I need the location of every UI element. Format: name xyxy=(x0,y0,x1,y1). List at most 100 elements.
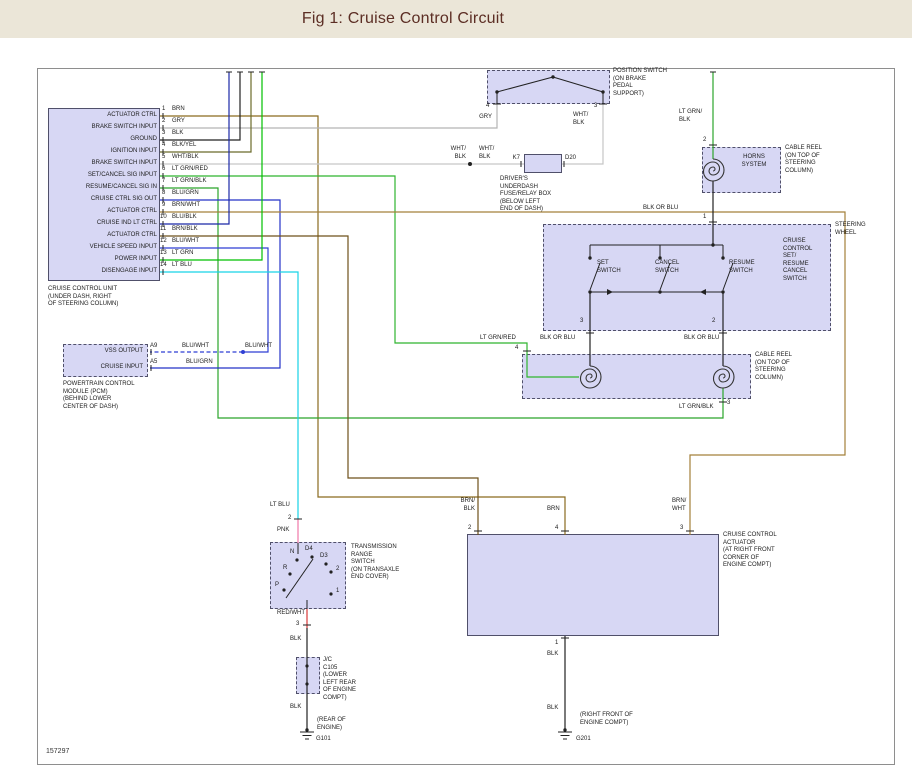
steering-pin-number: 3 xyxy=(580,318,584,324)
wire-label-gry: GRY xyxy=(479,114,492,120)
cancel-switch-label: CANCEL SWITCH xyxy=(655,260,680,274)
ccu-wire-color: BRN xyxy=(172,106,185,112)
wire-label-blk-or-blu: BLK OR BLU xyxy=(684,335,720,341)
ccu-wire-color: BLK xyxy=(172,130,184,136)
wire-label-wht-blk: WHT/ BLK xyxy=(479,146,495,160)
wire-label-wht-blk: WHT/ BLK xyxy=(573,112,589,126)
ccu-pin-label: BRAKE SWITCH INPUT xyxy=(91,124,157,130)
fuse-pin-number: D20 xyxy=(565,155,577,161)
pcm-pin-number: A5 xyxy=(150,359,158,365)
actuator-pin-number: 2 xyxy=(468,525,472,531)
figure-number: 157297 xyxy=(46,748,70,755)
fuse-box-caption: DRIVER'S UNDERDASH FUSE/RELAY BOX (BELOW… xyxy=(500,176,552,212)
ccu-wire-color: WHT/BLK xyxy=(172,154,199,160)
wire-label-lt-blu: LT BLU xyxy=(270,502,290,508)
wire-label-blu-wht: BLU/WHT xyxy=(245,343,272,349)
ccu-pin-label: ACTUATOR CTRL xyxy=(107,232,157,238)
ccu-wire-color: BLU/GRN xyxy=(172,190,199,196)
resume-switch-label: RESUME SWITCH xyxy=(729,260,755,274)
wire-label-wht-blk: WHT/ BLK xyxy=(450,146,466,160)
ccu-pin-label: POWER INPUT xyxy=(114,256,157,262)
figure-title: Fig 1: Cruise Control Circuit xyxy=(301,10,505,27)
pcm-pin-label: VSS OUTPUT xyxy=(104,348,143,354)
ccu-wire-color: LT GRN/BLK xyxy=(172,178,207,184)
range-switch-pin-number: 3 xyxy=(296,621,300,627)
wire-label-brn-blk: BRN/ BLK xyxy=(460,498,475,512)
ccu-pin-number: 9 xyxy=(162,202,166,208)
wire-label-blk-or-blu: BLK OR BLU xyxy=(643,205,679,211)
ccu-wire-color: BLU/WHT xyxy=(172,238,199,244)
ccu-wire-color: BRN/WHT xyxy=(172,202,200,208)
ground-location: (RIGHT FRONT OF ENGINE COMPT) xyxy=(580,712,633,726)
range-position-label: D4 xyxy=(305,546,313,552)
range-switch-pin-number: 2 xyxy=(288,515,292,521)
pcm-caption: POWERTRAIN CONTROL MODULE (PCM) (BEHIND … xyxy=(63,381,135,410)
cable-reel-pin-number: 3 xyxy=(727,400,731,406)
ccu-wire-color: GRY xyxy=(172,118,185,124)
ccu-pin-label: IGNITION INPUT xyxy=(110,148,157,154)
pcm-pin-number: A9 xyxy=(150,343,158,349)
range-switch-caption: TRANSMISSION RANGE SWITCH (ON TRANSAXLE … xyxy=(351,544,400,580)
pcm-pin-label: CRUISE INPUT xyxy=(100,364,143,370)
ccu-pin-number: 2 xyxy=(162,118,166,124)
position-switch-caption: POSITION SWITCH (ON BRAKE PEDAL SUPPORT) xyxy=(613,68,667,97)
wire-label-blk: BLK xyxy=(290,636,302,642)
ccu-pin-label: CRUISE IND LT CTRL xyxy=(96,220,157,226)
ccu-pin-label: SET/CANCEL SIG INPUT xyxy=(87,172,157,178)
steering-wheel-label: STEERING WHEEL xyxy=(835,222,866,236)
wire-label-lt-grn-red: LT GRN/RED xyxy=(480,335,516,341)
pcm-box xyxy=(63,344,148,377)
position-switch-box xyxy=(487,70,610,104)
wire-label-lt-grn-blk: LT GRN/ BLK xyxy=(679,109,703,123)
ccu-wire-color: LT GRN/RED xyxy=(172,166,208,172)
wire-label-blu-grn: BLU/GRN xyxy=(186,359,213,365)
position-switch-pin-number: 4 xyxy=(486,103,490,109)
ccu-pin-label: GROUND xyxy=(130,136,157,142)
cable-reel-pin-number: 4 xyxy=(515,345,519,351)
cable-reel-caption: CABLE REEL (ON TOP OF STEERING COLUMN) xyxy=(755,352,793,381)
range-position-label: R xyxy=(283,565,288,571)
ccu-pin-number: 6 xyxy=(162,166,166,172)
wire-label-brn: BRN xyxy=(547,506,560,512)
ccu-wire-color: LT GRN xyxy=(172,250,194,256)
ccu-pin-label: BRAKE SWITCH INPUT xyxy=(91,160,157,166)
ccu-pin-label: RESUME/CANCEL SIG IN xyxy=(85,184,157,190)
figure-header: Fig 1: Cruise Control Circuit xyxy=(0,0,912,38)
ccu-pin-label: VEHICLE SPEED INPUT xyxy=(89,244,157,250)
ccu-pin-number: 7 xyxy=(162,178,166,184)
ccu-pin-number: 1 xyxy=(162,106,166,112)
wire-label-lt-grn-blk: LT GRN/BLK xyxy=(679,404,714,410)
ccu-caption: CRUISE CONTROL UNIT (UNDER DASH, RIGHT O… xyxy=(48,286,119,307)
actuator-pin-number: 3 xyxy=(680,525,684,531)
range-terminal-number: 1 xyxy=(336,588,340,594)
set-switch-label: SET SWITCH xyxy=(597,260,621,274)
actuator-caption: CRUISE CONTROL ACTUATOR (AT RIGHT FRONT … xyxy=(723,532,777,568)
range-position-label: N xyxy=(290,549,295,555)
range-position-label: D3 xyxy=(320,553,328,559)
wire-label-blk: BLK xyxy=(547,651,559,657)
ground-location: (REAR OF ENGINE) xyxy=(317,717,346,731)
ccu-pin-label: ACTUATOR CTRL xyxy=(107,112,157,118)
actuator-pin-number: 4 xyxy=(555,525,559,531)
junction-caption: J/C C105 (LOWER LEFT REAR OF ENGINE COMP… xyxy=(323,657,357,701)
ccu-pin-number: 5 xyxy=(162,154,166,160)
range-position-label: P xyxy=(275,582,280,588)
ccu-pin-number: 12 xyxy=(160,238,167,244)
wire-label-pnk: PNK xyxy=(277,527,290,533)
ccu-pin-number: 11 xyxy=(160,226,167,232)
wire-label-blk-or-blu: BLK OR BLU xyxy=(540,335,576,341)
ccu-pin-number: 3 xyxy=(162,130,166,136)
actuator-pin-number: 1 xyxy=(555,640,559,646)
ccu-wire-color: LT BLU xyxy=(172,262,192,268)
horns-system-label: HORNS SYSTEM xyxy=(741,154,767,168)
ccu-wire-color: BRN/BLK xyxy=(172,226,198,232)
cruise-actuator-box xyxy=(467,534,719,636)
wire-label-blu-wht: BLU/WHT xyxy=(182,343,209,349)
ground-name: G201 xyxy=(576,736,591,742)
ccu-pin-number: 8 xyxy=(162,190,166,196)
ccu-pin-label: CRUISE CTRL SIG OUT xyxy=(90,196,157,202)
ccu-wire-color: BLK/YEL xyxy=(172,142,197,148)
steering-pin-number: 1 xyxy=(703,214,707,220)
wire-label-blk: BLK xyxy=(547,705,559,711)
